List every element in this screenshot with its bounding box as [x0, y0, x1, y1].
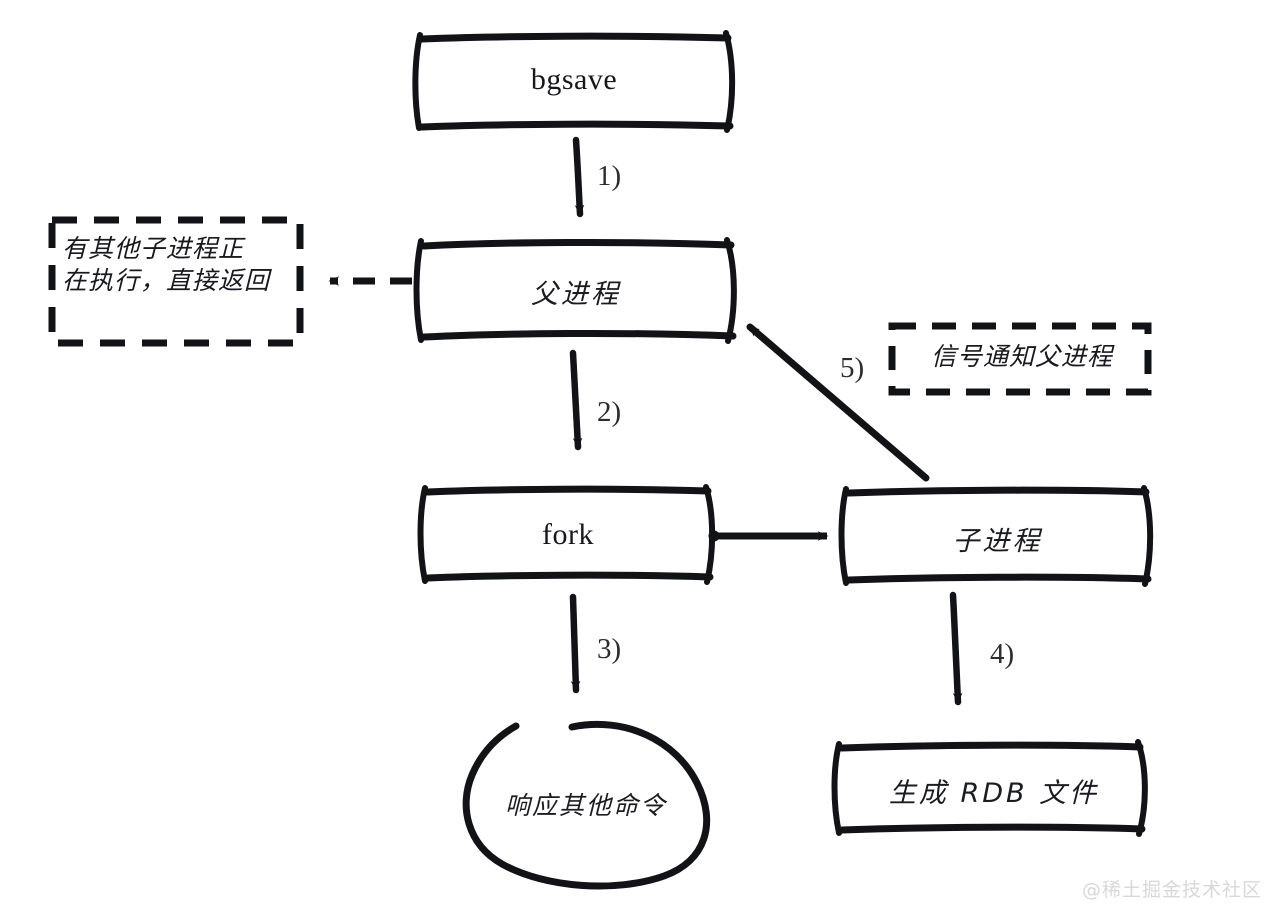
- step-label-5: 5): [840, 352, 865, 384]
- edge-fork-to-child: [708, 530, 829, 542]
- annotation-parent-return-box: [48, 216, 304, 347]
- step-label-3: 3): [597, 633, 622, 665]
- annotation-signal-parent-box: [888, 322, 1152, 396]
- step-label-1: 1): [597, 160, 622, 192]
- node-child-process[interactable]: [838, 485, 1154, 587]
- edge-bgsave-to-parent: [572, 136, 585, 218]
- watermark: @稀土掘金技术社区: [1081, 879, 1262, 901]
- node-respond-other-commands[interactable]: [462, 720, 711, 890]
- node-generate-rdb-file[interactable]: [831, 739, 1148, 837]
- node-bgsave[interactable]: [412, 30, 736, 133]
- annotation-line-1: 信号通知父进程: [930, 342, 1113, 371]
- edge-child-to-rdb: [949, 591, 963, 706]
- edge-fork-to-respond: [569, 593, 581, 694]
- step-label-4: 4): [990, 638, 1015, 670]
- annotation-text-parent-return: 有其他子进程正 在执行，直接返回: [62, 233, 294, 297]
- node-parent-process[interactable]: [413, 237, 737, 344]
- edge-child-to-parent-signal: [746, 323, 930, 482]
- annotation-line-2: 在执行，直接返回: [62, 266, 271, 295]
- edge-parent-to-fork: [569, 349, 583, 451]
- annotation-line-1: 有其他子进程正: [62, 234, 245, 263]
- step-label-2: 2): [597, 396, 622, 428]
- node-fork[interactable]: [417, 484, 716, 585]
- annotation-text-signal-parent: 信号通知父进程: [900, 341, 1144, 373]
